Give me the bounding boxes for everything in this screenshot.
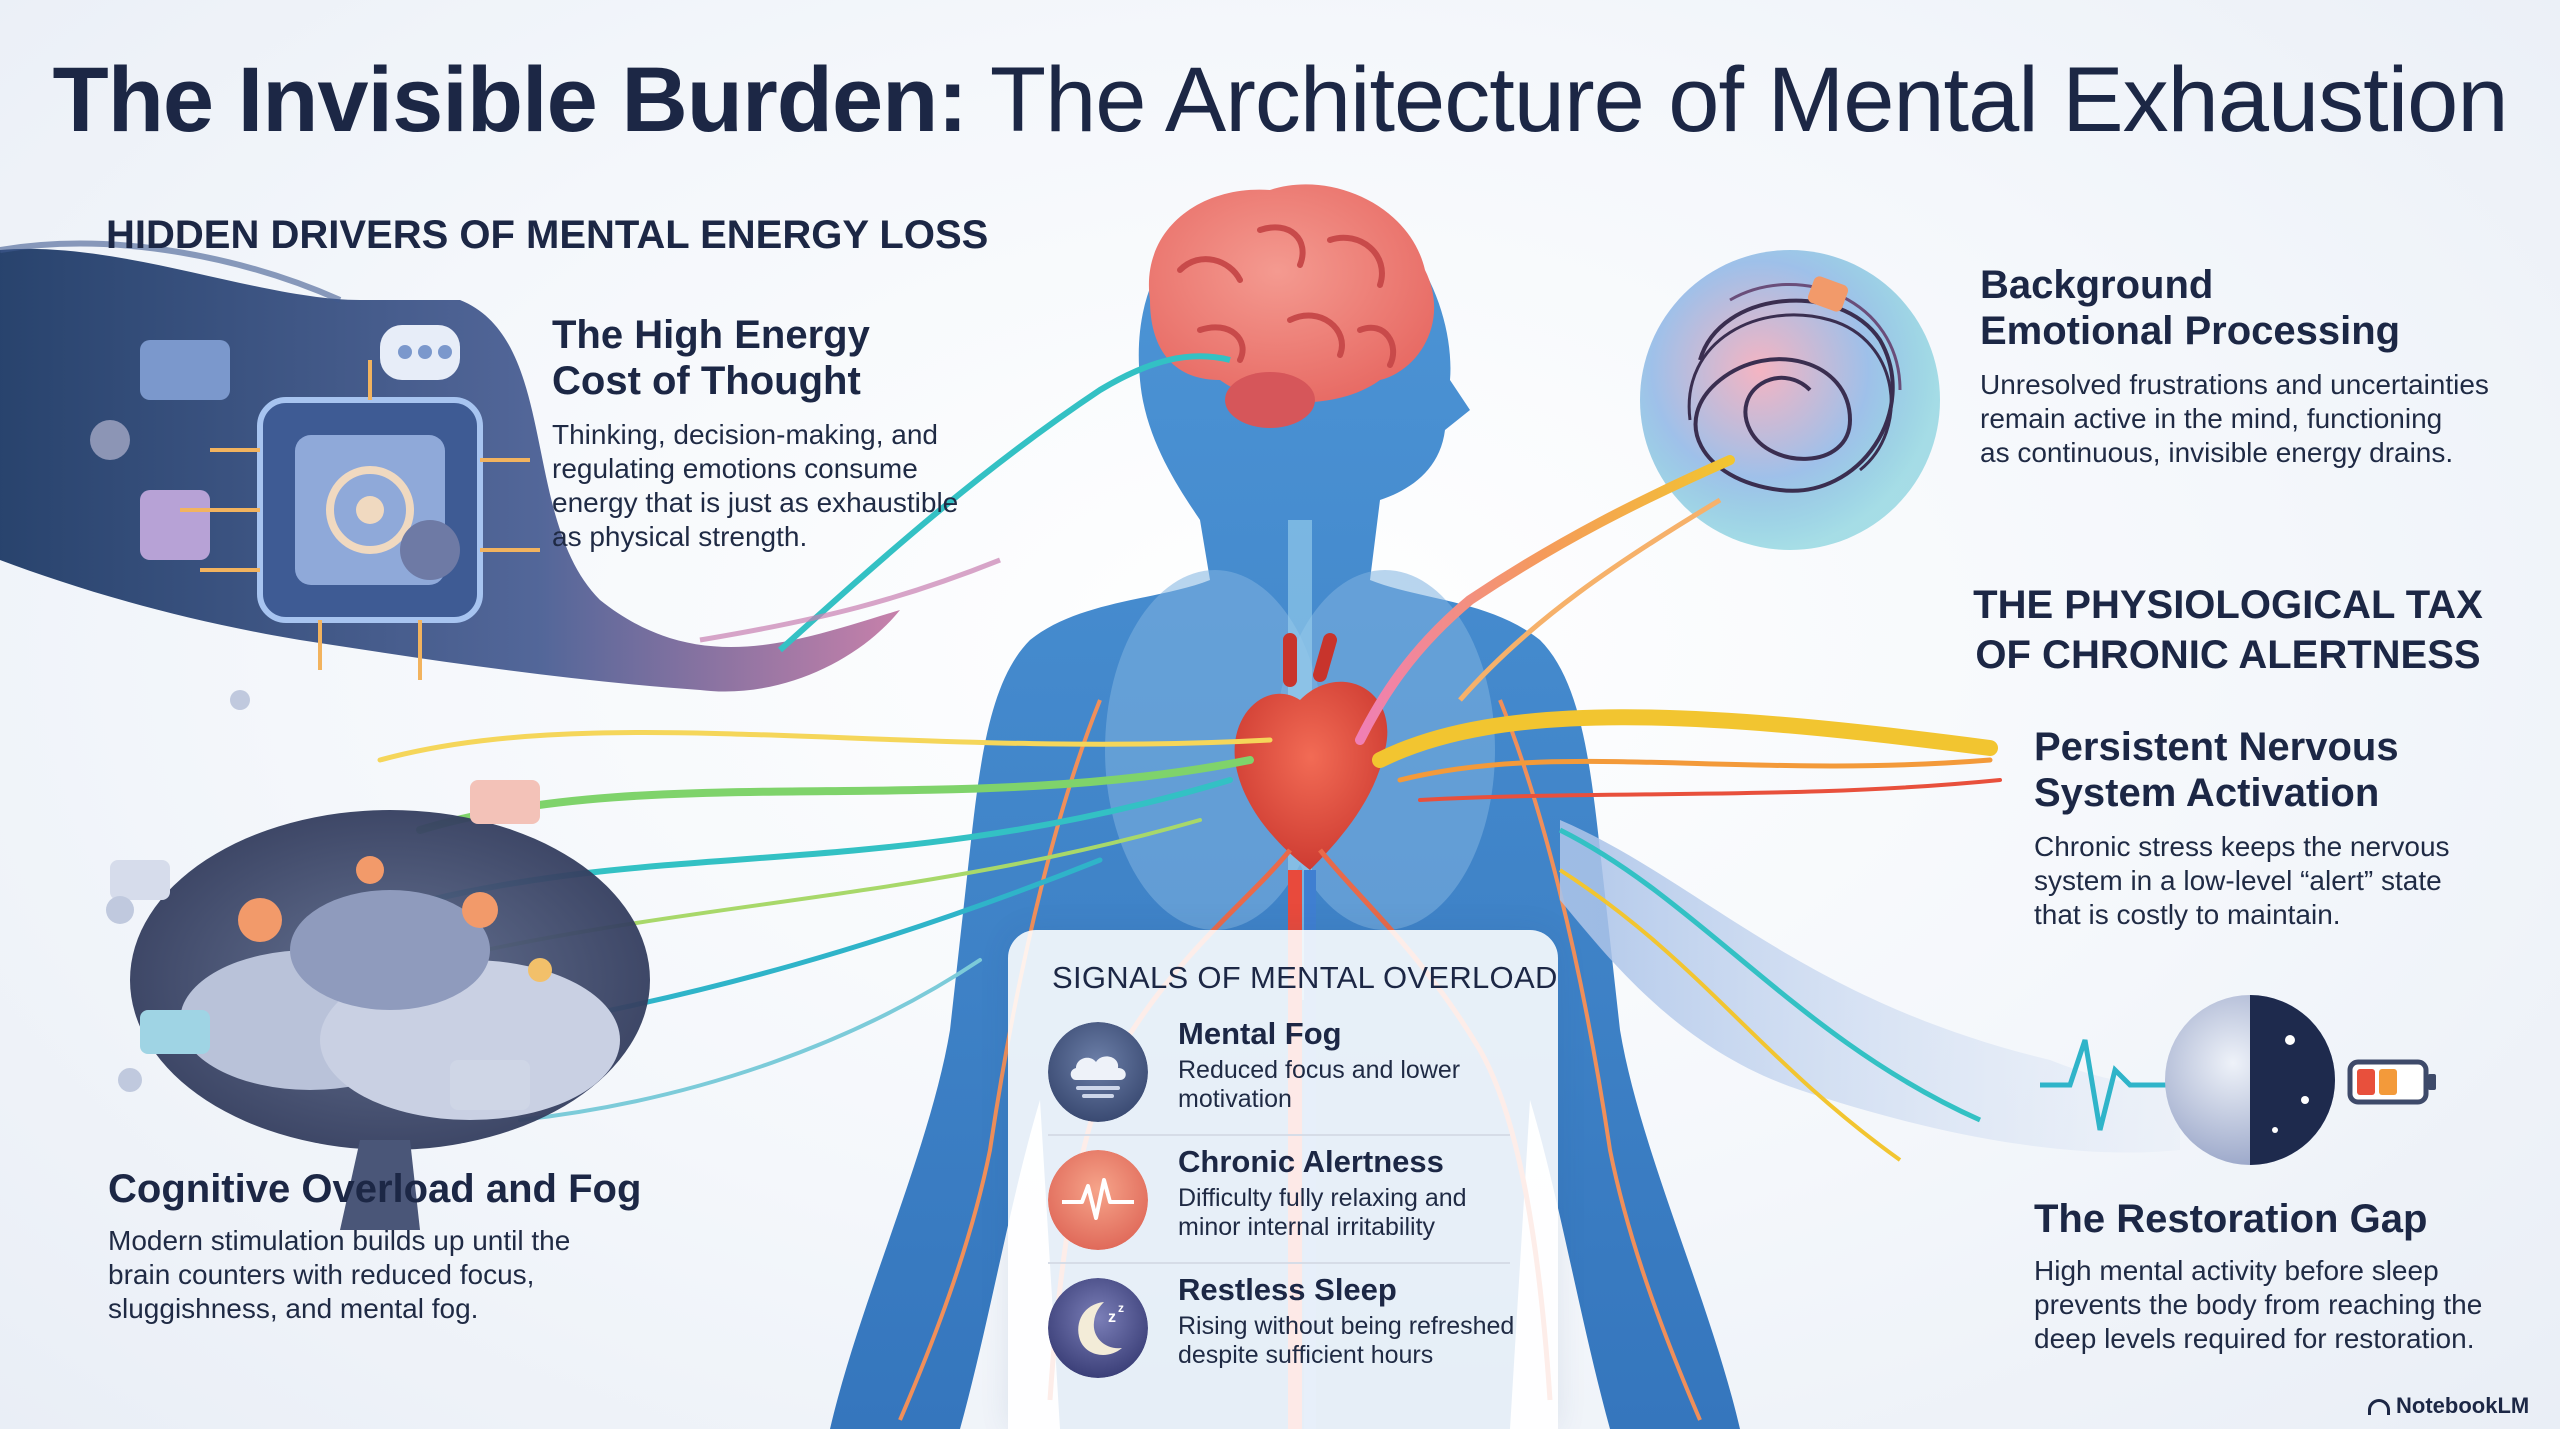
persistent-nervous-body-1: Chronic stress keeps the nervous — [2034, 831, 2450, 862]
persistent-nervous-body-2: system in a low-level “alert” state — [2034, 865, 2442, 896]
background-emotional-title-2: Emotional Processing — [1980, 309, 2401, 353]
page-title: The Invisible Burden: The Architecture o… — [0, 48, 2560, 153]
high-energy-body-4: as physical strength. — [552, 521, 808, 552]
hidden-drivers-heading: HIDDEN DRIVERS OF MENTAL ENERGY LOSS — [106, 213, 989, 257]
mental-fog-desc-2: motivation — [1178, 1085, 1292, 1113]
svg-text:z: z — [1108, 1309, 1116, 1326]
persistent-nervous-title-1: Persistent Nervous — [2034, 725, 2399, 769]
pulse-icon — [1048, 1150, 1148, 1250]
restoration-gap-block: The Restoration Gap High mental activity… — [2034, 1196, 2534, 1356]
background-emotional-body-2: remain active in the mind, functioning — [1980, 403, 2443, 434]
restless-sleep-desc-1: Rising without being refreshed — [1178, 1312, 1515, 1340]
title-bold: The Invisible Burden: — [52, 49, 968, 151]
svg-text:z: z — [1118, 1301, 1124, 1315]
title-light: The Architecture of Mental Exhaustion — [966, 49, 2509, 151]
chronic-alertness-desc-1: Difficulty fully relaxing and — [1178, 1184, 1467, 1212]
chronic-alertness-desc-2: minor internal irritability — [1178, 1213, 1436, 1241]
heartbeat-line — [2040, 1039, 2170, 1131]
restoration-gap-title: The Restoration Gap — [2034, 1197, 2428, 1241]
restless-sleep-title: Restless Sleep — [1178, 1272, 1397, 1307]
restoration-gap-body-3: deep levels required for restoration. — [2034, 1323, 2475, 1354]
background-emotional-block: Background Emotional Processing Unresolv… — [1980, 262, 2540, 470]
restoration-gap-body-1: High mental activity before sleep — [2034, 1255, 2439, 1286]
cognitive-overload-body-3: sluggishness, and mental fog. — [108, 1293, 479, 1324]
restoration-gap-body-2: prevents the body from reaching the — [2034, 1289, 2483, 1320]
chronic-alertness-title: Chronic Alertness — [1178, 1144, 1444, 1179]
signal-divider-1 — [1048, 1134, 1510, 1136]
restless-sleep-desc-2: despite sufficient hours — [1178, 1341, 1434, 1369]
brand-label: NotebookLM — [2368, 1393, 2529, 1419]
low-battery-icon — [2347, 1059, 2436, 1105]
cognitive-overload-body-1: Modern stimulation builds up until the — [108, 1225, 571, 1256]
physiological-tax-line-1: THE PHYSIOLOGICAL TAX — [1973, 583, 2483, 627]
brand-name: NotebookLM — [2396, 1393, 2530, 1418]
fog-brain-icon — [106, 780, 650, 1230]
mental-fog-desc-1: Reduced focus and lower — [1178, 1056, 1461, 1084]
emotion-scribble-icon — [1640, 250, 1940, 550]
background-emotional-title-1: Background — [1980, 263, 2214, 307]
teal-stream — [777, 353, 1231, 653]
high-energy-body-3: energy that is just as exhaustible — [552, 487, 959, 518]
tl-wave-edge — [0, 240, 342, 303]
signal-divider-2 — [1048, 1262, 1510, 1264]
half-moon-icon — [2165, 995, 2335, 1165]
persistent-nervous-block: Persistent Nervous System Activation Chr… — [2034, 724, 2534, 932]
brain-icon — [1148, 184, 1435, 428]
right-streams — [1372, 709, 2002, 802]
background-emotional-body-3: as continuous, invisible energy drains. — [1980, 437, 2454, 468]
signal-restless-sleep: z z Restless Sleep Rising without being … — [1048, 1270, 1518, 1390]
right-mist — [1560, 820, 2180, 1153]
cloud-icon — [1048, 1022, 1148, 1122]
restless-sleep-desc: Rising without being refreshed despite s… — [1178, 1312, 1528, 1370]
chronic-alertness-desc: Difficulty fully relaxing and minor inte… — [1178, 1184, 1528, 1242]
cognitive-overload-block: Cognitive Overload and Fog Modern stimul… — [108, 1166, 708, 1326]
persistent-nervous-body-3: that is costly to maintain. — [2034, 899, 2341, 930]
signal-chronic-alertness: Chronic Alertness Difficulty fully relax… — [1048, 1142, 1518, 1262]
vein-arm-left — [898, 699, 1102, 1421]
high-energy-block: The High Energy Cost of Thought Thinking… — [552, 312, 1012, 554]
high-energy-body-2: regulating emotions consume — [552, 453, 918, 484]
circuit-icon — [90, 325, 540, 710]
cognitive-overload-body-2: brain counters with reduced focus, — [108, 1259, 535, 1290]
heart-icon — [1234, 633, 1388, 870]
high-energy-body-1: Thinking, decision-making, and — [552, 419, 938, 450]
high-energy-title-2: Cost of Thought — [552, 359, 861, 403]
moon-icon: z z — [1048, 1278, 1148, 1378]
emotion-stream — [1355, 455, 1735, 745]
mental-fog-desc: Reduced focus and lower motivation — [1178, 1056, 1528, 1114]
cognitive-overload-title: Cognitive Overload and Fog — [108, 1167, 642, 1211]
notebooklm-logo-icon — [2368, 1399, 2390, 1415]
signals-heading: SIGNALS OF MENTAL OVERLOAD — [1052, 960, 1558, 995]
high-energy-title-1: The High Energy — [552, 313, 870, 357]
physiological-tax-heading: THE PHYSIOLOGICAL TAX OF CHRONIC ALERTNE… — [1968, 580, 2488, 680]
signal-mental-fog: Mental Fog Reduced focus and lower motiv… — [1048, 1014, 1518, 1134]
persistent-nervous-title-2: System Activation — [2034, 771, 2380, 815]
lungs-left — [1105, 570, 1325, 930]
mental-fog-title: Mental Fog — [1178, 1016, 1342, 1051]
physiological-tax-line-2: OF CHRONIC ALERTNESS — [1975, 633, 2481, 677]
background-emotional-body-1: Unresolved frustrations and uncertaintie… — [1980, 369, 2489, 400]
